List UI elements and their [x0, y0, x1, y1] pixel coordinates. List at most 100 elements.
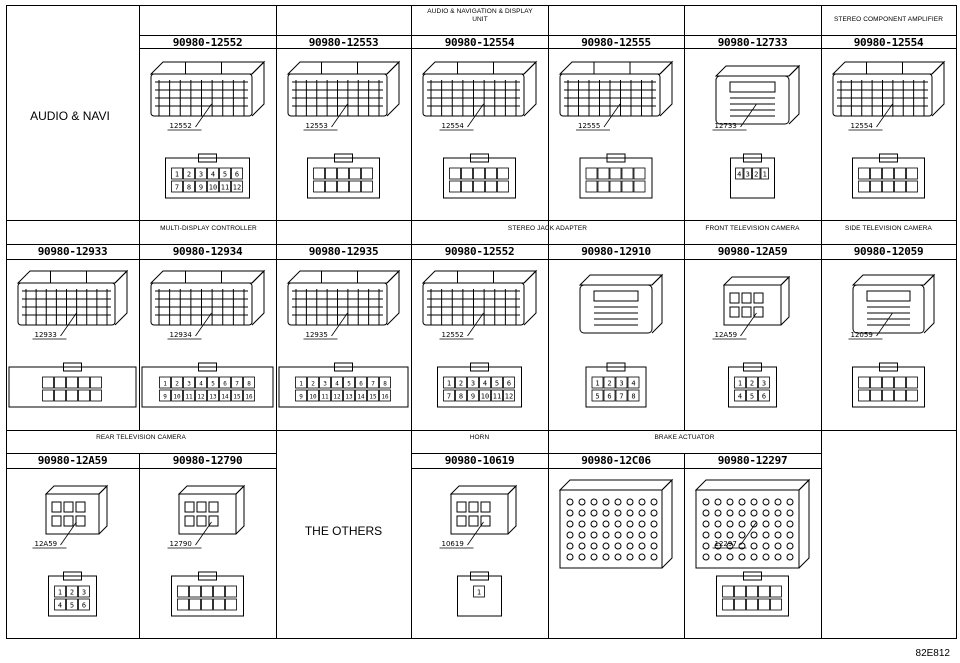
pin-number: 3	[323, 381, 327, 388]
pin-number: 1	[477, 589, 481, 597]
header-audio-navigation-display-unit: AUDIO & NAVIGATION & DISPLAY UNIT	[427, 8, 533, 23]
connector-drawing-p04: 12555	[548, 52, 684, 202]
pin-number: 10	[209, 184, 217, 192]
pin-number: 4	[631, 380, 635, 388]
grid-line	[684, 220, 685, 430]
pin-number: 11	[493, 393, 501, 401]
pin-number: 1	[763, 171, 767, 179]
pin-number: 10	[173, 394, 181, 401]
grid-line	[411, 430, 412, 638]
grid-line	[139, 453, 140, 638]
grid-line	[139, 35, 956, 36]
part-number-p07: 90980-12933	[37, 245, 108, 258]
grid-line	[139, 5, 140, 220]
pin-number: 6	[82, 602, 86, 610]
pin-number: 8	[631, 393, 635, 401]
pin-number: 2	[754, 171, 758, 179]
pin-number: 13	[345, 394, 353, 401]
pin-number: 6	[235, 171, 239, 179]
pin-number: 1	[447, 380, 451, 388]
pin-number: 2	[459, 380, 463, 388]
grid-line	[276, 430, 277, 638]
header-stereo-component-amplifier: STEREO COMPONENT AMPLIFIER	[833, 16, 944, 23]
connector-drawing-p06: 12554	[821, 52, 956, 202]
part-tag: 12552	[442, 331, 464, 339]
grid-line	[6, 5, 7, 638]
header-multi-display-controller: MULTI-DISPLAY CONTROLLER	[160, 225, 257, 232]
pin-number: 12	[333, 394, 341, 401]
pin-number: 4	[737, 171, 741, 179]
pin-number: 1	[738, 380, 742, 388]
part-number-p16: 90980-10619	[444, 454, 515, 467]
pin-number: 12	[233, 184, 241, 192]
pin-number: 6	[507, 380, 511, 388]
part-number-p05: 90980-12733	[717, 36, 788, 49]
pin-number: 1	[175, 171, 179, 179]
pin-number: 6	[762, 393, 766, 401]
part-number-p13: 90980-12059	[853, 245, 924, 258]
pin-number: 5	[750, 393, 754, 401]
part-number-p08: 90980-12934	[172, 245, 243, 258]
part-tag: 12A59	[715, 331, 738, 339]
grid-line	[411, 468, 821, 469]
pin-number: 15	[369, 394, 377, 401]
pin-number: 9	[199, 184, 203, 192]
pin-number: 14	[221, 394, 229, 401]
pin-number: 3	[619, 380, 623, 388]
grid-line	[139, 48, 956, 49]
pin-number: 5	[211, 381, 215, 388]
header-side-television-camera: SIDE TELEVISION CAMERA	[845, 225, 932, 232]
part-number-p02: 90980-12553	[308, 36, 379, 49]
pin-number: 12	[505, 393, 513, 401]
pin-number: 9	[299, 394, 303, 401]
part-number-p06: 90980-12554	[853, 36, 924, 49]
pin-number: 8	[247, 381, 251, 388]
pin-number: 5	[595, 393, 599, 401]
grid-line	[548, 220, 549, 430]
part-number-p01: 90980-12552	[172, 36, 243, 49]
pin-number: 3	[199, 171, 203, 179]
grid-line	[6, 259, 956, 260]
pin-number: 1	[58, 589, 62, 597]
pin-number: 7	[371, 381, 375, 388]
pin-number: 6	[223, 381, 227, 388]
pin-number: 8	[459, 393, 463, 401]
connector-drawing-p18: 12297	[684, 470, 821, 620]
part-tag: 12552	[170, 122, 192, 130]
pin-number: 5	[223, 171, 227, 179]
pin-number: 4	[483, 380, 487, 388]
grid-line	[6, 430, 956, 431]
part-tag: 12733	[715, 122, 737, 130]
pin-number: 2	[750, 380, 754, 388]
connector-drawing-p13: 12059	[821, 261, 956, 411]
grid-line	[6, 468, 276, 469]
grid-line	[276, 5, 277, 220]
pin-number: 1	[163, 381, 167, 388]
connector-drawing-p16: 10619 1	[411, 470, 548, 620]
pin-number: 3	[82, 589, 86, 597]
header-horn: HORN	[469, 434, 490, 441]
part-tag: 10619	[442, 540, 464, 548]
grid-line	[139, 220, 140, 430]
grid-line	[6, 220, 956, 221]
pin-number: 6	[359, 381, 363, 388]
part-number-p12: 90980-12A59	[717, 245, 788, 258]
part-tag: 12554	[851, 122, 874, 130]
pin-number: 13	[209, 394, 217, 401]
grid-line	[821, 5, 822, 220]
grid-line	[548, 5, 549, 220]
pin-number: 1	[299, 381, 303, 388]
grid-line	[6, 638, 956, 639]
row-label-audio-navi: AUDIO & NAVI	[30, 109, 110, 123]
grid-line	[411, 5, 412, 220]
grid-line	[6, 244, 956, 245]
part-tag: 12790	[170, 540, 192, 548]
pin-number: 4	[211, 171, 215, 179]
grid-line	[548, 430, 549, 638]
part-number-p11: 90980-12910	[581, 245, 651, 258]
grid-line	[684, 5, 685, 220]
